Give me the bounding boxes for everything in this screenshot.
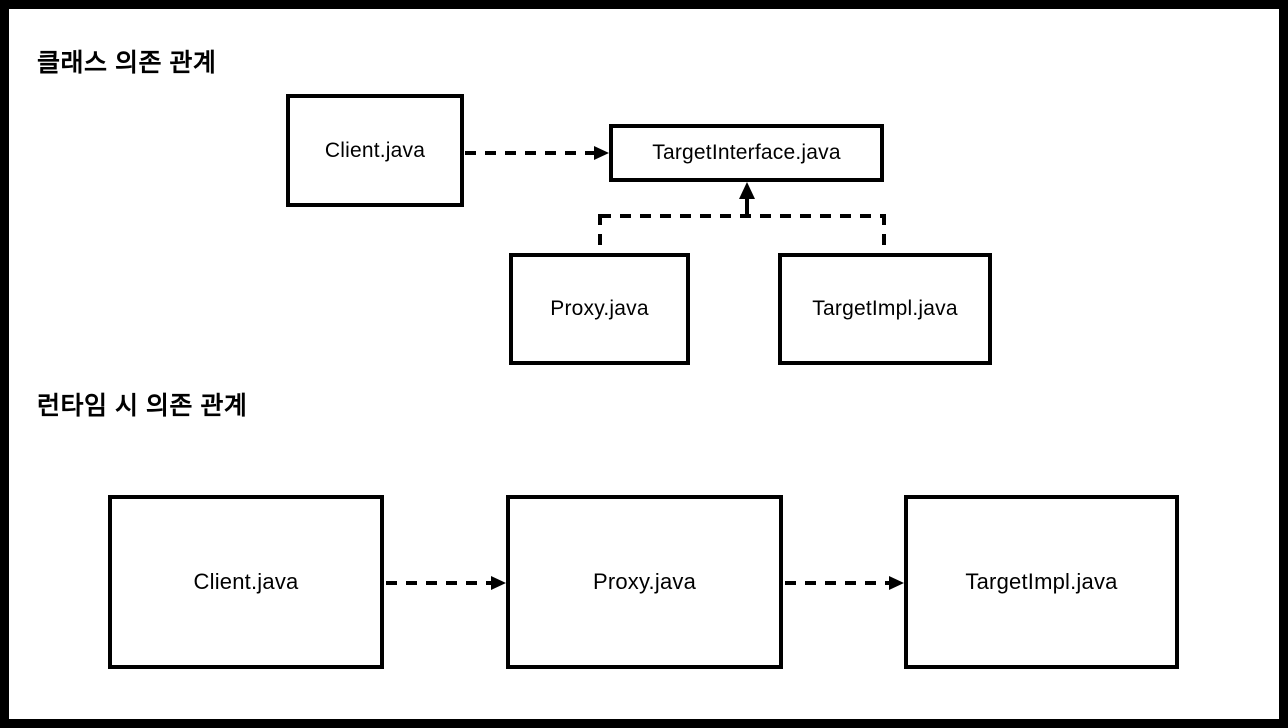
edge-client-to-targetinterface-icon bbox=[465, 146, 609, 160]
node-targetimpl-java-runtime[interactable]: TargetImpl.java bbox=[904, 495, 1179, 669]
node-client-java-class[interactable]: Client.java bbox=[286, 94, 464, 207]
edge-proxy-to-targetimpl-runtime-icon bbox=[785, 576, 904, 590]
section-heading-runtime-dependency: 런타임 시 의존 관계 bbox=[37, 392, 248, 420]
node-proxy-java-runtime[interactable]: Proxy.java bbox=[506, 495, 783, 669]
node-proxy-java-class[interactable]: Proxy.java bbox=[509, 253, 690, 365]
node-label: TargetInterface.java bbox=[652, 141, 841, 164]
node-label: Client.java bbox=[193, 569, 299, 594]
node-client-java-runtime[interactable]: Client.java bbox=[108, 495, 384, 669]
section-heading-class-dependency: 클래스 의존 관계 bbox=[37, 49, 217, 77]
node-label: Client.java bbox=[324, 138, 426, 162]
node-targetinterface-java[interactable]: TargetInterface.java bbox=[609, 124, 884, 182]
diagram-canvas: 클래스 의존 관계 Client.java TargetInterface.ja… bbox=[9, 9, 1279, 719]
node-label: TargetImpl.java bbox=[965, 569, 1118, 594]
node-label: Proxy.java bbox=[592, 569, 697, 594]
node-targetimpl-java-class[interactable]: TargetImpl.java bbox=[778, 253, 992, 365]
node-label: TargetImpl.java bbox=[812, 297, 958, 320]
edge-client-to-proxy-runtime-icon bbox=[386, 576, 506, 590]
node-label: Proxy.java bbox=[550, 297, 649, 320]
edge-implements-targetinterface-icon bbox=[598, 182, 886, 255]
